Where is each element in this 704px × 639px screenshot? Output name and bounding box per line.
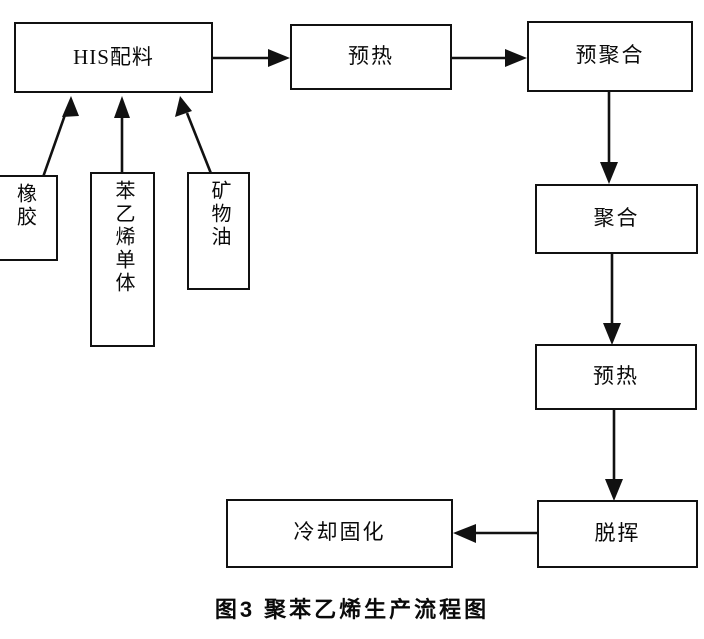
edge-his-to-preheat1	[213, 49, 290, 67]
node-his-blend-label: HIS配料	[73, 45, 154, 70]
node-cooling-solidification[interactable]: 冷却固化	[226, 499, 453, 568]
edge-preheat2-to-devol	[605, 410, 623, 501]
edge-prepoly-to-poly	[600, 92, 618, 184]
node-his-blend[interactable]: HIS配料	[14, 22, 213, 93]
figure-caption: 图3 聚苯乙烯生产流程图	[214, 597, 490, 622]
node-polymerization-label: 聚合	[593, 206, 640, 230]
node-prepolymerization-label: 预聚合	[575, 44, 645, 68]
node-preheat-2[interactable]: 预热	[535, 344, 697, 410]
node-preheat-1[interactable]: 预热	[290, 24, 452, 90]
node-polymerization[interactable]: 聚合	[535, 184, 698, 254]
node-styrene-monomer-label: 苯乙烯单体	[112, 180, 134, 295]
node-rubber-label: 橡胶	[13, 183, 36, 229]
edge-rubber-to-his	[40, 96, 79, 181]
node-preheat-1-label: 预热	[348, 44, 394, 68]
node-devolatilization[interactable]: 脱挥	[537, 500, 698, 568]
edge-preheat1-to-prepoly	[452, 49, 527, 67]
edge-poly-to-preheat2	[603, 254, 621, 345]
node-mineral-oil[interactable]: 矿物油	[187, 172, 250, 290]
edge-styrene-to-his	[114, 96, 130, 172]
node-preheat-2-label: 预热	[593, 364, 639, 388]
node-mineral-oil-label: 矿物油	[208, 180, 230, 249]
edge-mineral-oil-to-his	[175, 96, 214, 177]
edge-devol-to-cooling	[453, 524, 537, 543]
node-styrene-monomer[interactable]: 苯乙烯单体	[90, 172, 155, 347]
node-prepolymerization[interactable]: 预聚合	[527, 21, 693, 92]
node-devolatilization-label: 脱挥	[594, 521, 641, 545]
node-rubber[interactable]: 橡胶	[0, 175, 58, 261]
node-cooling-solidification-label: 冷却固化	[293, 521, 386, 545]
